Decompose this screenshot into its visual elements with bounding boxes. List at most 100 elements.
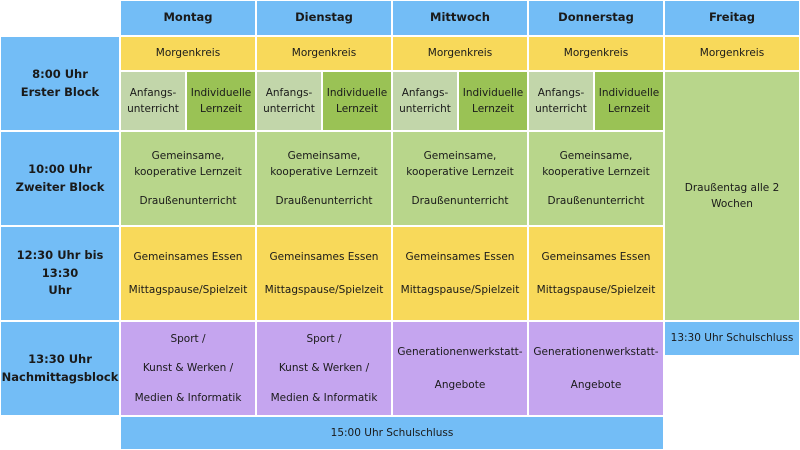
cell-text: kooperative Lernzeit	[542, 165, 650, 178]
day-label: Dienstag	[295, 10, 353, 25]
cell-text: 13:30 Uhr Schulschluss	[670, 332, 794, 345]
cell-text: Draußenunterricht	[139, 195, 237, 208]
cell-text: Anfangs-	[537, 86, 585, 99]
header-dienstag: Dienstag	[256, 0, 392, 36]
header-freitag: Freitag	[664, 0, 800, 36]
row-label-block1: 8:00 Uhr Erster Block	[0, 36, 120, 131]
cell-text: Sport /	[170, 333, 206, 346]
header-mittwoch: Mittwoch	[392, 0, 528, 36]
cell-text: Kunst & Werken /	[142, 362, 234, 375]
cell-text: Lernzeit	[608, 103, 650, 115]
cell-text: unterricht	[535, 103, 587, 115]
cell-text: Mittagspause/Spielzeit	[536, 283, 656, 296]
morgenkreis-dienstag: Morgenkreis	[256, 36, 392, 71]
cell-text: unterricht	[263, 103, 315, 115]
cell-text: Draußenunterricht	[411, 195, 509, 208]
cell-text: Angebote	[434, 378, 486, 391]
header-donnerstag: Donnerstag	[528, 0, 664, 36]
row-name: Nachmittagsblock	[1, 369, 119, 384]
cell-text: Morgenkreis	[563, 47, 629, 60]
anfangsunterricht-dienstag: Anfangs-unterricht	[256, 71, 322, 131]
cell-text: Mittagspause/Spielzeit	[400, 283, 520, 296]
cell-text: Mittagspause/Spielzeit	[264, 283, 384, 296]
morgenkreis-donnerstag: Morgenkreis	[528, 36, 664, 71]
row-name: Zweiter Block	[15, 179, 105, 194]
cell-text: Morgenkreis	[155, 47, 221, 60]
row-label-lunch: 12:30 Uhr bis 13:30 Uhr	[0, 226, 120, 321]
cell-text: Individuelle	[598, 86, 660, 99]
cell-text: Draußentag alle 2	[684, 181, 780, 194]
anfangsunterricht-montag: Anfangs-unterricht	[120, 71, 186, 131]
row-time: 10:00 Uhr	[28, 161, 92, 176]
cell-text: kooperative Lernzeit	[406, 165, 514, 178]
anfangsunterricht-donnerstag: Anfangs-unterricht	[528, 71, 594, 131]
cell-text: Lernzeit	[336, 103, 378, 115]
cell-text: Morgenkreis	[427, 47, 493, 60]
cell-text: Lernzeit	[472, 103, 514, 115]
afternoon-mittwoch: Generationenwerkstatt- Angebote	[392, 321, 528, 416]
cell-text: Gemeinsame,	[423, 149, 497, 162]
cell-text: Gemeinsames Essen	[269, 251, 379, 264]
cell-text: Kunst & Werken /	[278, 362, 370, 375]
afternoon-montag: Sport / Kunst & Werken / Medien & Informat…	[120, 321, 256, 416]
morgenkreis-freitag: Morgenkreis	[664, 36, 800, 71]
cell-text: Anfangs-	[265, 86, 313, 99]
cell-text: Sport /	[306, 333, 342, 346]
cell-text: Draußenunterricht	[547, 195, 645, 208]
schulschluss-freitag: 13:30 Uhr Schulschluss	[664, 321, 800, 356]
cell-text: Draußenunterricht	[275, 195, 373, 208]
row-time: 13:30 Uhr	[28, 351, 92, 366]
cell-text: Medien & Informatik	[134, 391, 242, 404]
cell-text: Angebote	[570, 378, 622, 391]
cell-text: unterricht	[399, 103, 451, 115]
day-label: Mittwoch	[430, 10, 490, 25]
cell-text: Gemeinsames Essen	[405, 251, 515, 264]
afternoon-donnerstag: Generationenwerkstatt- Angebote	[528, 321, 664, 416]
cell-text: Gemeinsame,	[151, 149, 225, 162]
cell-text: Lernzeit	[200, 103, 242, 115]
row-label-block2: 10:00 Uhr Zweiter Block	[0, 131, 120, 226]
cell-text: Morgenkreis	[291, 47, 357, 60]
cell-text: Gemeinsame,	[559, 149, 633, 162]
morgenkreis-montag: Morgenkreis	[120, 36, 256, 71]
row-time: 8:00 Uhr	[32, 66, 88, 81]
day-label: Freitag	[708, 10, 756, 25]
cell-text: Anfangs-	[401, 86, 449, 99]
cell-text: Anfangs-	[129, 86, 177, 99]
cell-text: Gemeinsames Essen	[541, 251, 651, 264]
header-montag: Montag	[120, 0, 256, 36]
schulschluss-footer: 15:00 Uhr Schulschluss	[120, 416, 664, 450]
afternoon-dienstag: Sport /Kunst & Werken /Medien & Informat…	[256, 321, 392, 416]
cell-text: unterricht	[127, 103, 179, 115]
cell-text: kooperative Lernzeit	[134, 165, 242, 178]
cell-text: Generationenwerkstatt-	[397, 346, 523, 359]
morgenkreis-mittwoch: Morgenkreis	[392, 36, 528, 71]
cell-text: 15:00 Uhr Schulschluss	[330, 426, 454, 439]
cell-text: Morgenkreis	[699, 47, 765, 60]
row-name: Uhr	[48, 283, 72, 298]
cell-text: Wochen	[711, 198, 753, 210]
cell-text: Individuelle	[190, 86, 252, 99]
day-label: Donnerstag	[558, 10, 634, 25]
day-label: Montag	[163, 10, 213, 25]
cell-text: Generationenwerkstatt-	[533, 346, 659, 359]
anfangsunterricht-mittwoch: Anfangs-unterricht	[392, 71, 458, 131]
cell-text: kooperative Lernzeit	[270, 165, 378, 178]
cell-text: Individuelle	[326, 86, 388, 99]
row-name: Erster Block	[20, 84, 100, 99]
cell-text: Individuelle	[462, 86, 524, 99]
row-label-afternoon: 13:30 Uhr Nachmittagsblock	[0, 321, 120, 416]
cell-text: Gemeinsames Essen	[133, 251, 243, 264]
